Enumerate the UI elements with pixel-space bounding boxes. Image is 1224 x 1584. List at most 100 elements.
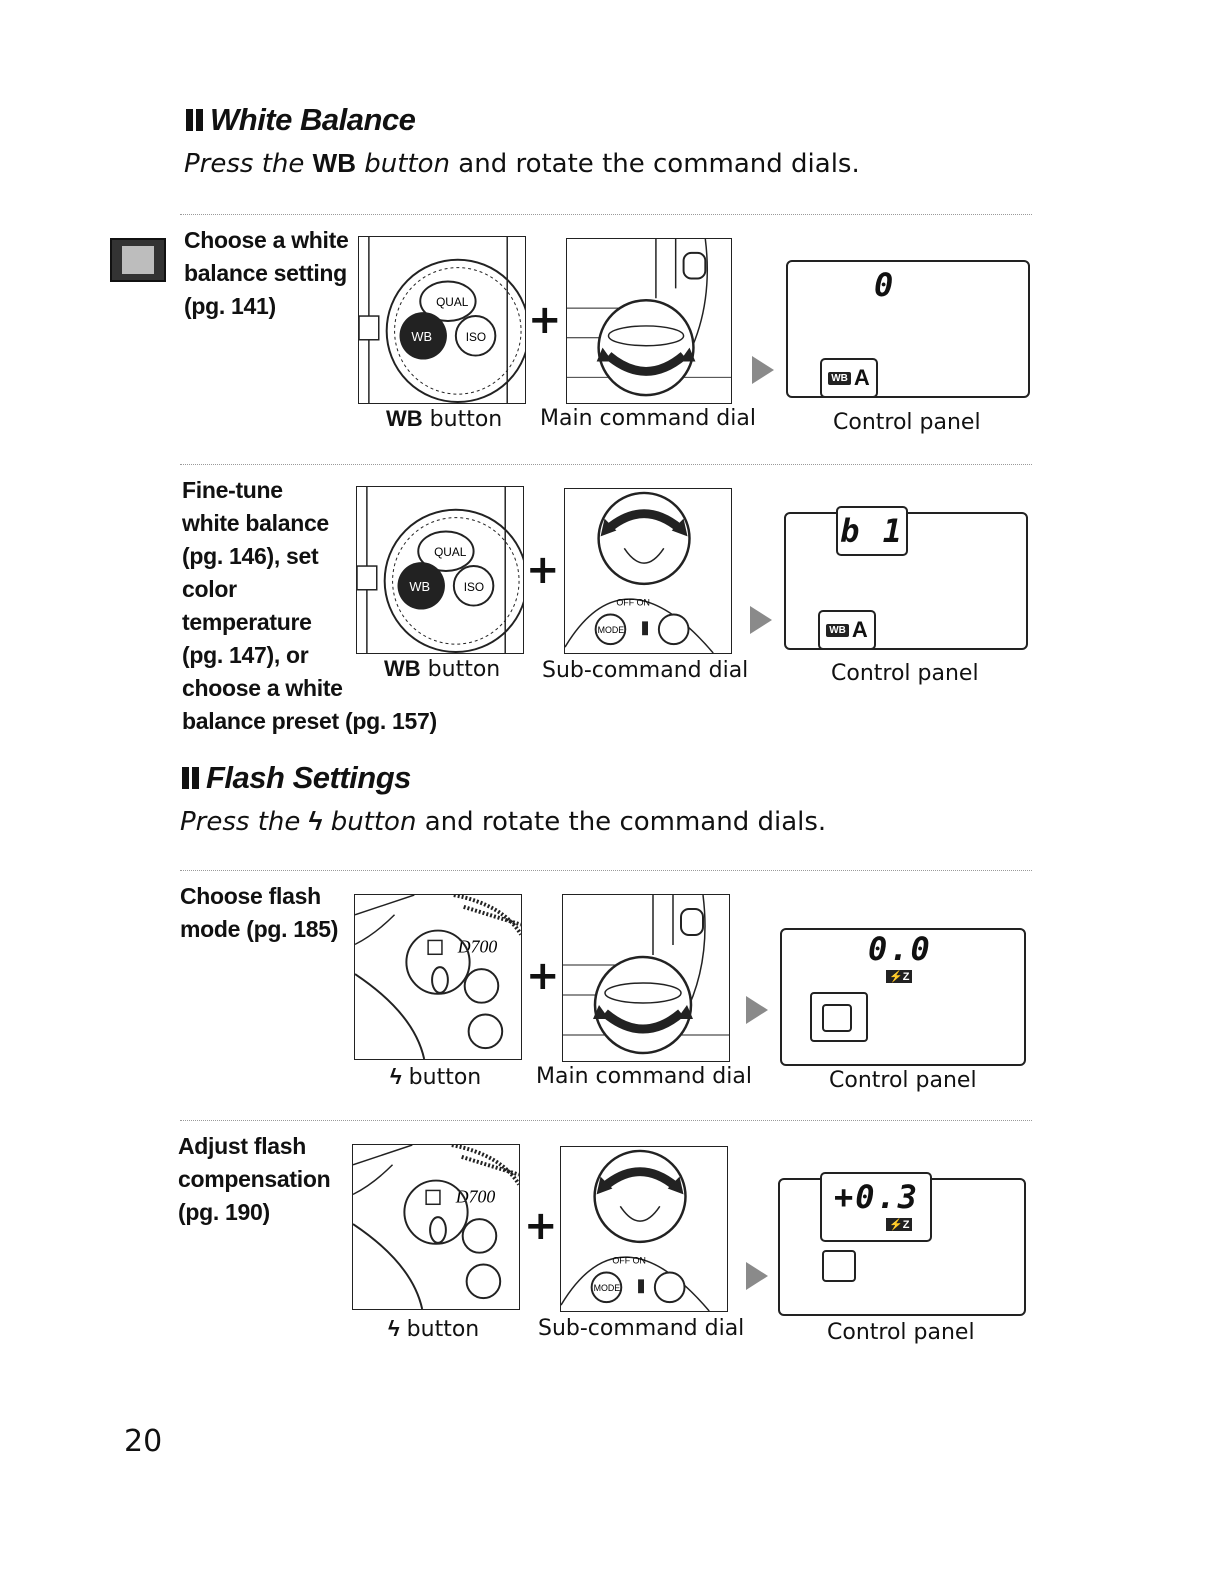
flash-button-drawing: D700 — [353, 1145, 519, 1309]
caption-word: button — [429, 407, 503, 432]
flash-settings-instruction: Press the ϟ button and rotate the comman… — [180, 806, 826, 837]
white-balance-title: White Balance — [210, 102, 416, 137]
wb-mode-letter: A — [853, 365, 870, 390]
control-panel-display: 0 WB A — [786, 260, 1030, 398]
panel-readout: +0.3 — [834, 1178, 920, 1216]
flash-settings-heading: Flash Settings — [182, 760, 411, 796]
row-label-choose-wb: Choose a white balance setting (pg. 141) — [184, 224, 349, 323]
control-panel-caption: Control panel — [833, 410, 981, 435]
row-label-flash-comp: Adjust flash compensation (pg. 190) — [178, 1130, 331, 1229]
caption-word: button — [408, 1065, 482, 1090]
main-dial-drawing — [563, 895, 729, 1055]
iso-label: ISO — [464, 580, 484, 594]
flash-icon: ϟ — [388, 1316, 400, 1341]
flash-button-illustration: D700 — [354, 894, 522, 1060]
flash-button-drawing: D700 — [355, 895, 521, 1059]
sub-dial-caption: Sub-command dial — [542, 658, 749, 683]
wb-button-caption: WB button — [384, 656, 500, 682]
caption-key: WB — [384, 656, 421, 681]
plus-sign: + — [528, 297, 562, 343]
instruction-button-key: WB — [312, 148, 356, 178]
flash-comp-tag: ⚡Z — [886, 970, 913, 983]
mode-label: MODE — [594, 1283, 621, 1293]
flash-comp-tag: ⚡Z — [886, 1218, 913, 1231]
control-panel-display: b 1 WB A — [784, 506, 1028, 650]
label-line: (pg. 147), or — [182, 642, 309, 668]
flash-mode-indicator — [810, 992, 868, 1042]
iso-label: ISO — [466, 330, 486, 344]
main-dial-caption: Main command dial — [536, 1064, 752, 1089]
plus-sign: + — [526, 547, 560, 593]
instruction-press: Press the — [184, 149, 305, 179]
sub-command-dial-illustration: OFF ON MODE — [560, 1146, 728, 1312]
qual-label: QUAL — [434, 545, 467, 559]
wb-auto-indicator: WB A — [820, 358, 878, 398]
label-line: white balance — [182, 510, 329, 536]
instruction-rest: and rotate the command dials. — [424, 807, 827, 837]
wb-button-illustration: QUAL WB ISO — [358, 236, 526, 404]
wb-button-drawing: QUAL WB ISO — [357, 487, 523, 653]
caption-word: button — [406, 1317, 480, 1342]
flash-settings-title: Flash Settings — [206, 760, 411, 795]
label-line: balance preset (pg. 157) — [182, 708, 437, 734]
main-dial-drawing — [567, 239, 731, 397]
mode-label: MODE — [598, 625, 625, 635]
control-panel-display: +0.3 ⚡Z — [778, 1172, 1026, 1316]
row-label-fine-tune: Fine-tune white balance (pg. 146), set c… — [182, 474, 437, 738]
caption-key: WB — [386, 406, 423, 431]
panel-readout-box: +0.3 ⚡Z — [820, 1172, 932, 1242]
label-line: mode (pg. 185) — [180, 916, 339, 942]
label-line: temperature — [182, 609, 312, 635]
flash-button-caption: ϟ button — [388, 1316, 479, 1342]
wb-tag: WB — [828, 371, 851, 385]
wb-mode-letter: A — [851, 617, 868, 642]
plus-sign: + — [524, 1203, 558, 1249]
instruction-rest: and rotate the command dials. — [458, 149, 860, 179]
qual-label: QUAL — [436, 295, 469, 309]
flash-button-icon: ϟ — [308, 806, 323, 836]
sub-dial-caption: Sub-command dial — [538, 1316, 745, 1341]
panel-readout-box: b 1 — [836, 506, 908, 556]
label-line: Fine-tune — [182, 477, 283, 503]
off-on-label: OFF ON — [612, 1256, 646, 1266]
label-line: Choose a white — [184, 227, 349, 253]
label-line: Adjust flash — [178, 1133, 307, 1159]
divider — [180, 214, 1032, 215]
result-arrow-icon — [752, 356, 774, 384]
control-panel-display: 0.0 ⚡Z — [780, 928, 1026, 1066]
flash-button-caption: ϟ button — [390, 1064, 481, 1090]
result-arrow-icon — [746, 1262, 768, 1290]
flash-mode-box-icon — [822, 1250, 856, 1282]
divider — [180, 464, 1032, 465]
page-number: 20 — [124, 1424, 163, 1459]
model-label: D700 — [457, 936, 498, 956]
plus-sign: + — [526, 953, 560, 999]
instruction-button-word: button — [330, 807, 417, 837]
main-command-dial-illustration — [566, 238, 732, 404]
control-panel-caption: Control panel — [829, 1068, 977, 1093]
label-line: compensation — [178, 1166, 331, 1192]
sub-command-dial-illustration: OFF ON MODE — [564, 488, 732, 654]
main-dial-caption: Main command dial — [540, 406, 756, 431]
label-line: (pg. 190) — [178, 1199, 270, 1225]
wb-button-drawing: QUAL WB ISO — [359, 237, 525, 403]
divider — [180, 870, 1032, 871]
panel-readout: b 1 — [840, 512, 904, 550]
section-tab-icon — [110, 238, 166, 282]
divider — [180, 1120, 1032, 1121]
label-line: choose a white — [182, 675, 343, 701]
wb-auto-indicator: WB A — [818, 610, 876, 650]
off-on-label: OFF ON — [616, 598, 650, 608]
heading-bars-icon — [186, 109, 203, 131]
label-line: balance setting — [184, 260, 347, 286]
panel-readout: 0 — [874, 266, 896, 304]
result-arrow-icon — [750, 606, 772, 634]
result-arrow-icon — [746, 996, 768, 1024]
panel-readout: 0.0 — [868, 930, 932, 968]
label-line: (pg. 141) — [184, 293, 276, 319]
white-balance-instruction: Press the WB button and rotate the comma… — [184, 148, 860, 179]
flash-icon: ϟ — [390, 1064, 402, 1089]
sub-dial-drawing: OFF ON MODE — [561, 1149, 710, 1311]
control-panel-caption: Control panel — [827, 1320, 975, 1345]
label-line: color — [182, 576, 237, 602]
